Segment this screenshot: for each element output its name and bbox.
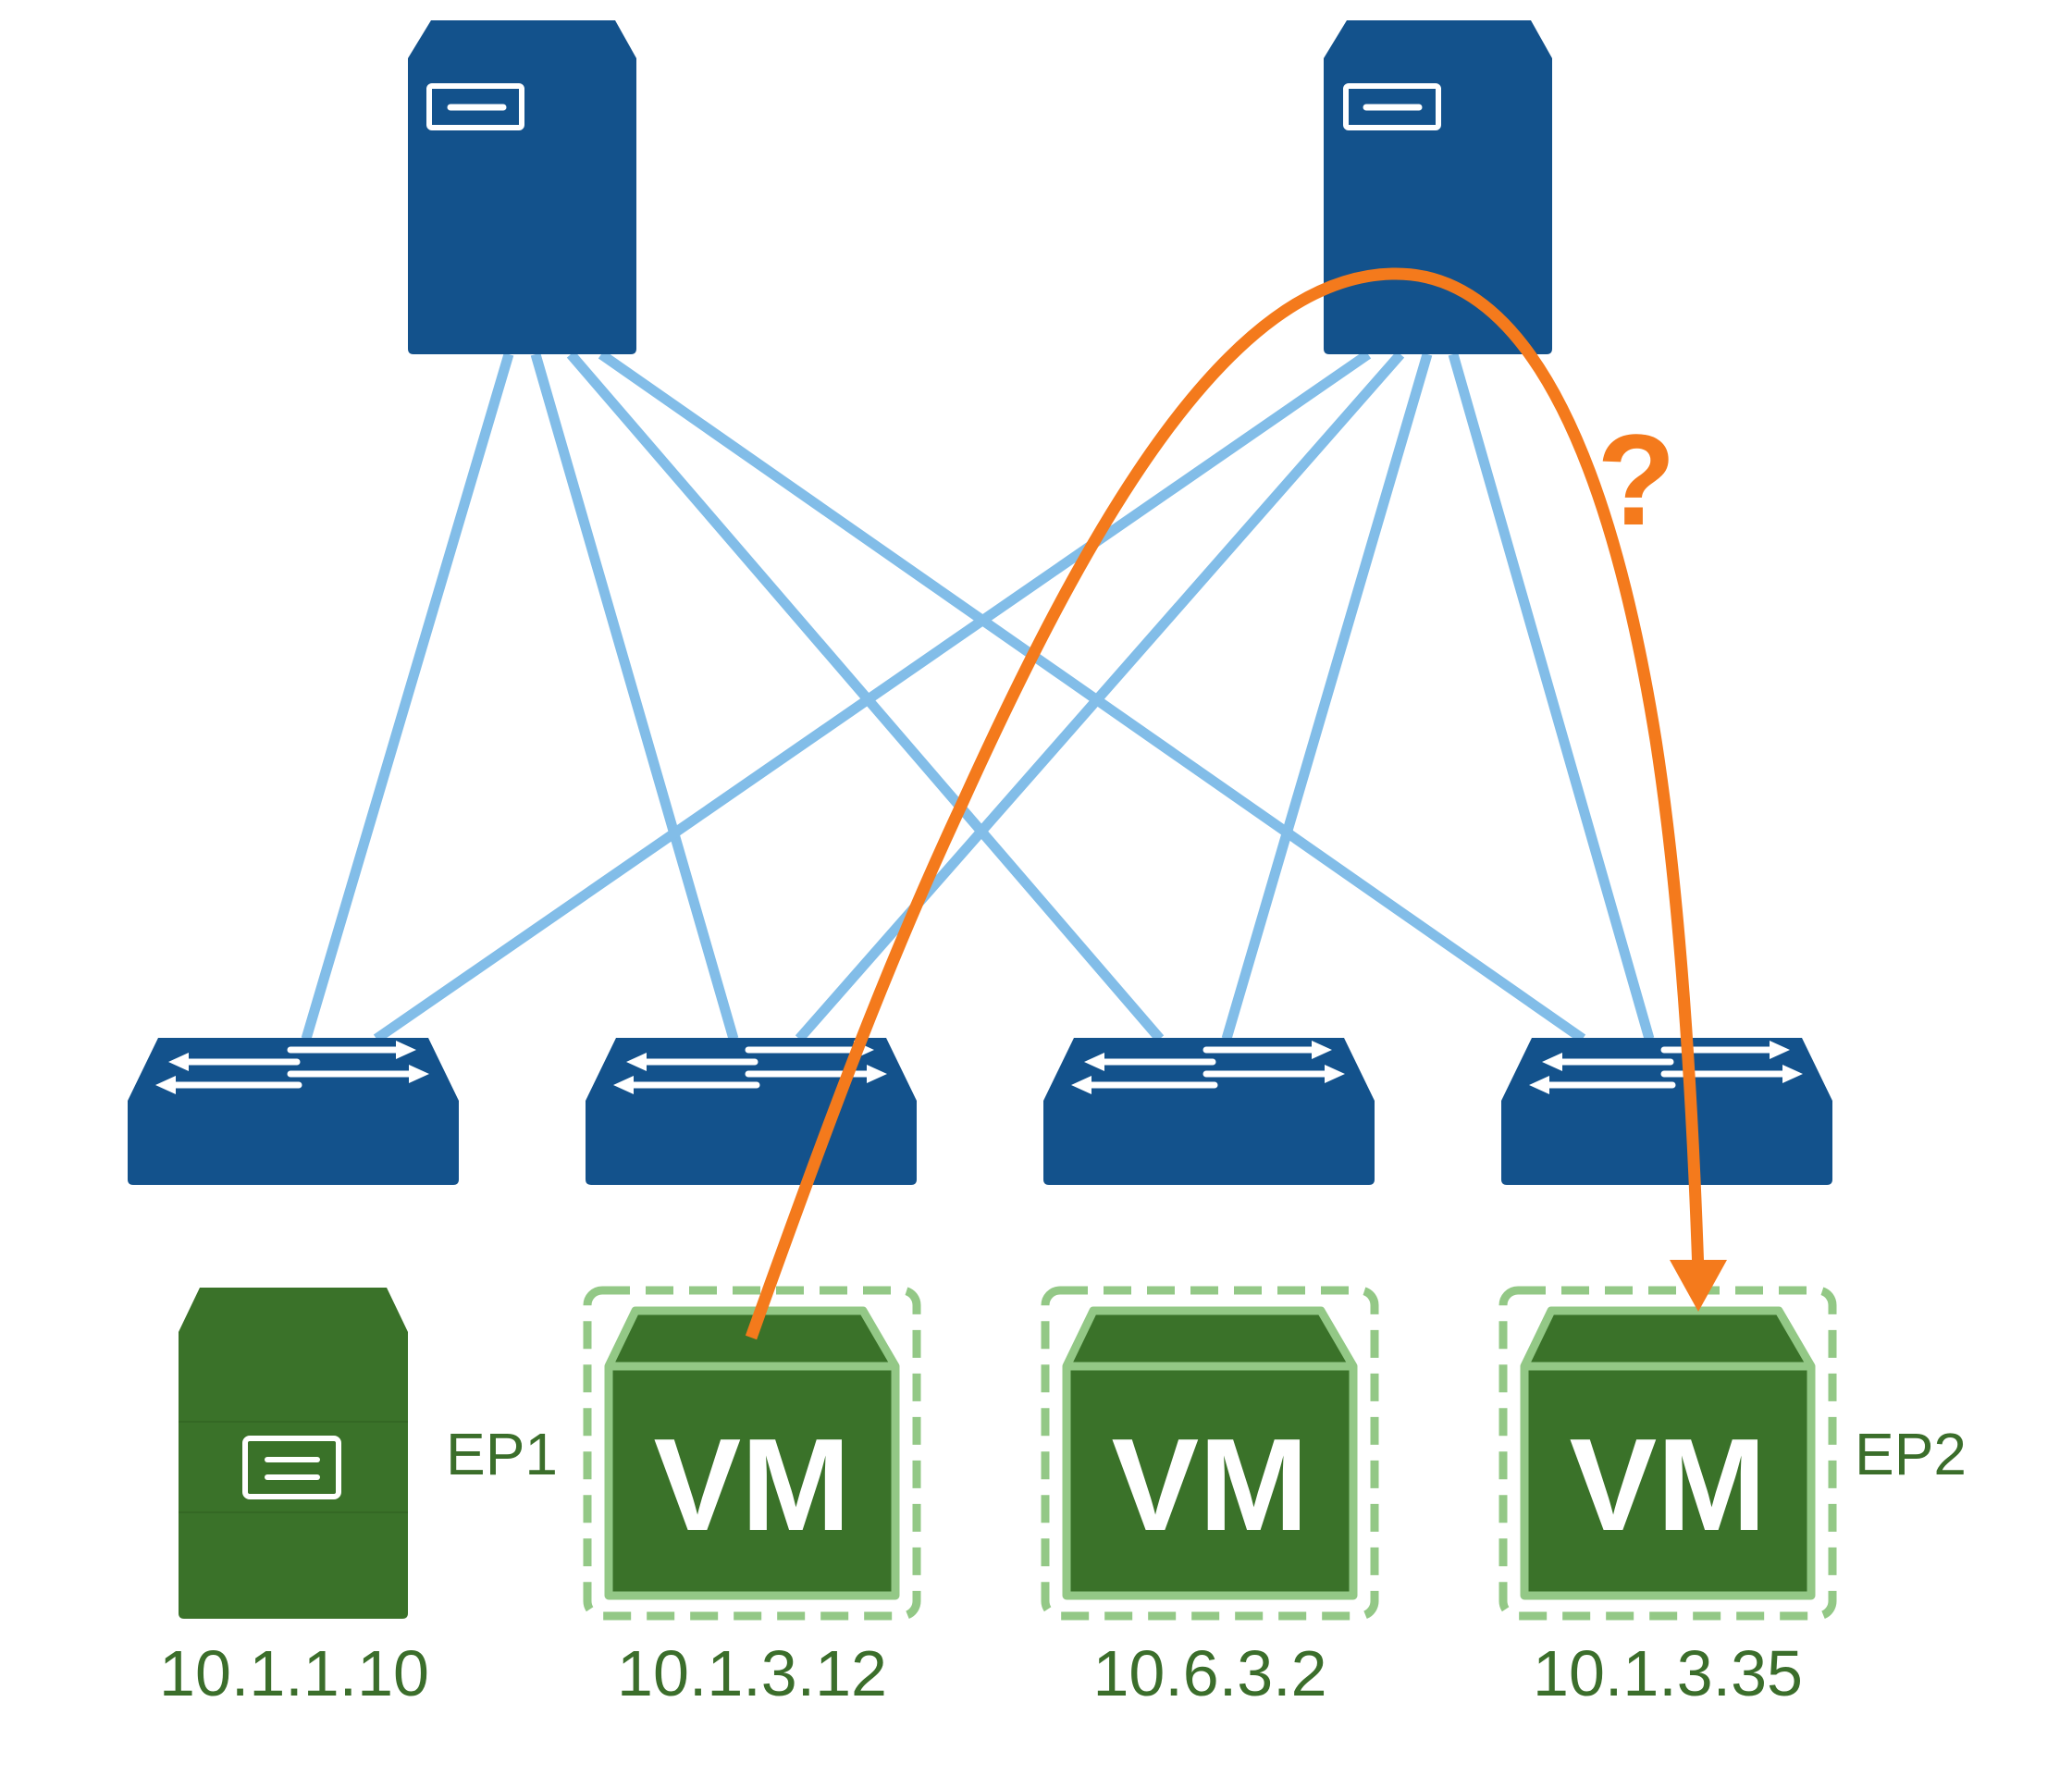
link-spine1-leaf2 (530, 352, 739, 1041)
spine-switch-2[interactable] (1324, 20, 1552, 354)
spine-switch-1[interactable] (408, 20, 636, 354)
link-spine2-leaf1 (373, 350, 1372, 1043)
endpoint-ip-2: 10.1.3.12 (617, 1637, 887, 1709)
switch-icon (1043, 1038, 1375, 1185)
link-spine2-leaf3 (1221, 352, 1433, 1041)
server-icon (408, 20, 636, 354)
leaf-switch-4[interactable] (1501, 1038, 1832, 1185)
server-slot (426, 83, 524, 130)
link-spine1-leaf4 (598, 350, 1586, 1043)
traffic-path-curve (745, 267, 1705, 1340)
leaf-switch-1[interactable] (128, 1038, 459, 1185)
server-icon (179, 1288, 408, 1619)
traffic-path: ? (745, 267, 1727, 1340)
link-spine2-leaf2 (795, 351, 1405, 1042)
question-mark-annotation: ? (1597, 407, 1676, 552)
switch-icon (586, 1038, 917, 1185)
endpoint-ep1-server[interactable] (179, 1288, 408, 1619)
endpoint-ip-3: 10.6.3.2 (1093, 1637, 1327, 1709)
server-slot (242, 1436, 341, 1499)
leaf-switch-3[interactable] (1043, 1038, 1375, 1185)
link-spine2-leaf4 (1448, 352, 1655, 1041)
endpoint-vm-2[interactable]: VM (1045, 1290, 1375, 1616)
vm-label: VM (1570, 1412, 1767, 1559)
endpoint-tag-ep1: EP1 (446, 1421, 558, 1487)
link-spine1-leaf1 (301, 352, 514, 1041)
server-slot (1343, 83, 1441, 130)
endpoint-tag-ep2: EP2 (1855, 1421, 1967, 1487)
arrowhead-icon (1670, 1260, 1727, 1312)
server-icon (1324, 20, 1552, 354)
vm-label: VM (654, 1412, 851, 1559)
endpoint-ip-1: 10.1.1.10 (159, 1637, 429, 1709)
vm-label: VM (1112, 1412, 1309, 1559)
leaf-switch-2[interactable] (586, 1038, 917, 1185)
endpoint-vm-1[interactable]: VM (587, 1290, 917, 1616)
switch-icon (128, 1038, 459, 1185)
endpoint-ip-4: 10.1.3.35 (1533, 1637, 1803, 1709)
switch-icon (1501, 1038, 1832, 1185)
links (301, 350, 1655, 1043)
endpoint-vm-3-ep2[interactable]: VM (1503, 1290, 1832, 1616)
